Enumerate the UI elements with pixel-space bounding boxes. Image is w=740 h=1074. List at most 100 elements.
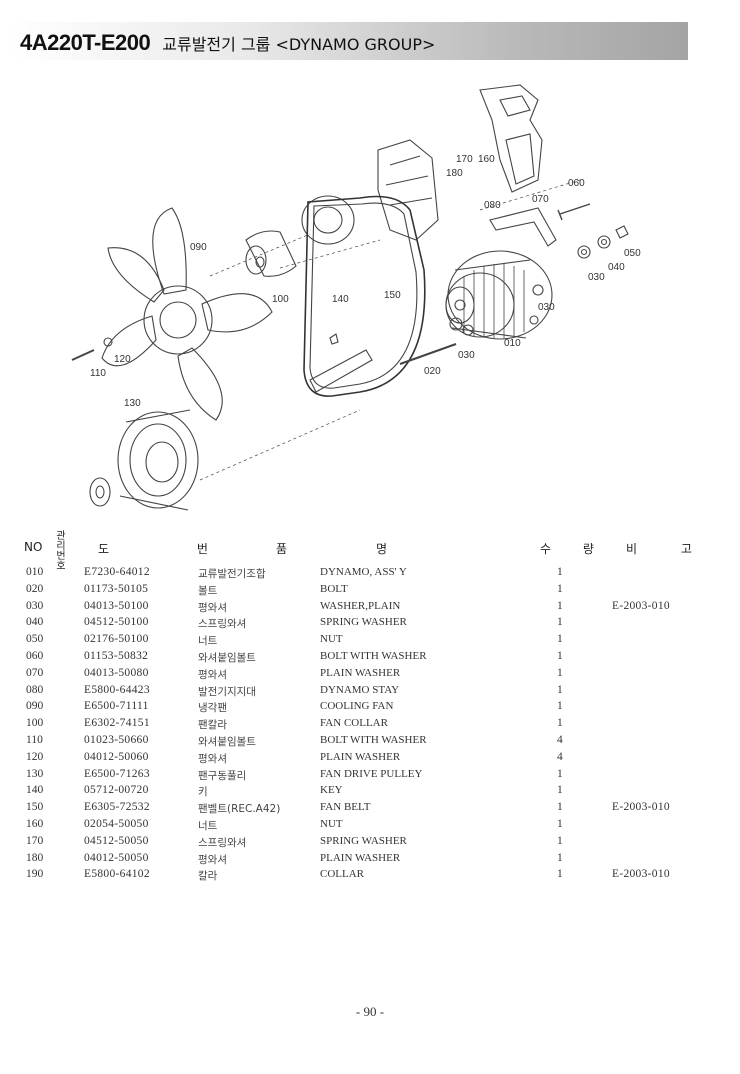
part-ref-no: 140 [26, 784, 44, 797]
part-number: 04013-50080 [84, 666, 149, 679]
part-ref-no: 080 [26, 683, 44, 696]
callout-180: 180 [446, 168, 463, 179]
part-quantity: 1 [557, 599, 563, 612]
part-name-kr: 볼트 [198, 584, 218, 597]
fan-collar [245, 230, 297, 277]
part-name-en: FAN DRIVE PULLEY [320, 767, 423, 780]
part-ref-no: 180 [26, 851, 44, 864]
part-name-kr: 팬칼라 [198, 719, 227, 732]
group-title: 교류발전기 그룹 <DYNAMO GROUP> [162, 35, 436, 54]
part-remark: E-2003-010 [612, 868, 670, 881]
timing-cover [377, 139, 439, 241]
part-ref-no: 010 [26, 566, 44, 578]
part-quantity: 1 [557, 582, 563, 595]
part-name-kr: 팬구동풀리 [198, 769, 247, 782]
part-quantity: 1 [557, 784, 563, 797]
part-quantity: 1 [557, 649, 563, 662]
table-header: NO 관리 번호 도 번 품 명 수 량 비 고 [0, 530, 740, 572]
part-quantity: 1 [557, 868, 563, 881]
callout-060: 060 [568, 178, 585, 189]
part-name-en: COOLING FAN [320, 700, 394, 713]
callout-050: 050 [624, 248, 641, 259]
callout-140: 140 [332, 294, 349, 305]
part-quantity: 1 [557, 834, 563, 847]
part-remark: E-2003-010 [612, 801, 670, 814]
part-ref-no: 090 [26, 700, 44, 713]
part-number: E7230-64012 [84, 566, 150, 578]
part-ref-no: 110 [26, 733, 43, 746]
dynamo-stay [489, 207, 557, 247]
part-number: 04013-50100 [84, 599, 149, 612]
callout-030-b: 030 [538, 302, 555, 313]
part-ref-no: 030 [26, 599, 44, 612]
cooling-fan [101, 207, 273, 421]
part-quantity: 1 [557, 616, 563, 629]
page-header: 4A220T-E200 교류발전기 그룹 <DYNAMO GROUP> [20, 30, 435, 56]
part-name-kr: 평와셔 [198, 752, 227, 765]
part-ref-no: 190 [26, 868, 44, 881]
part-name-en: FAN BELT [320, 801, 371, 814]
part-quantity: 1 [557, 767, 563, 780]
dynamo-group-illustration: 170 160 180 060 070 080 090 050 040 030 … [71, 84, 641, 511]
part-name-kr: 와셔붙임볼트 [198, 651, 256, 664]
part-name-en: SPRING WASHER [320, 616, 407, 629]
fan-belt [303, 195, 426, 397]
part-ref-no: 100 [26, 717, 44, 730]
part-number: 04512-50050 [84, 834, 149, 847]
callout-030-a: 030 [588, 272, 605, 283]
callout-030-c: 030 [458, 350, 475, 361]
part-ref-no: 170 [26, 834, 44, 847]
part-name-kr: 너트 [198, 635, 218, 648]
part-name-kr: 칼라 [198, 870, 218, 883]
callout-010: 010 [504, 338, 521, 349]
header-remark: 비 고 [626, 542, 712, 556]
parts-table: NO 관리 번호 도 번 품 명 수 량 비 고 010 E7230-64012 교… [0, 530, 740, 885]
part-name-kr: 팬벨트(REC.A42) [198, 803, 281, 816]
part-number: E5800-64423 [84, 683, 150, 696]
crankshaft [309, 349, 373, 393]
part-name-en: PLAIN WASHER [320, 851, 401, 864]
header-quantity: 수 량 [540, 542, 608, 556]
part-name-en: DYNAMO STAY [320, 683, 400, 696]
part-number: 04512-50100 [84, 616, 149, 629]
part-ref-no: 070 [26, 666, 44, 679]
part-name-en: SPRING WASHER [320, 834, 407, 847]
part-name-kr: 교류발전기조합 [198, 568, 266, 580]
part-number: 04012-50050 [84, 851, 149, 864]
part-name-en: PLAIN WASHER [320, 666, 401, 679]
part-number: 01153-50832 [84, 649, 149, 662]
part-number: E6305-72532 [84, 801, 150, 814]
page-number: - 90 - [355, 1004, 385, 1019]
engine-bracket [479, 84, 543, 193]
part-ref-no: 150 [26, 801, 44, 814]
part-name-kr: 스프링와셔 [198, 618, 247, 631]
callout-160: 160 [478, 154, 495, 165]
part-quantity: 1 [557, 817, 563, 830]
part-name-en: BOLT WITH WASHER [320, 733, 427, 746]
fan-drive-pulley [117, 409, 199, 511]
part-number: E5800-64102 [84, 868, 150, 881]
callout-020: 020 [424, 366, 441, 377]
callout-130: 130 [124, 398, 141, 409]
fan-bolt [71, 349, 95, 361]
part-name-kr: 평와셔 [198, 668, 227, 681]
callout-040: 040 [608, 262, 625, 273]
part-name-en: FAN COLLAR [320, 717, 388, 730]
part-quantity: 4 [557, 733, 563, 746]
header-ref-no: 관리 번호 [56, 531, 66, 572]
part-number: 04012-50060 [84, 750, 149, 763]
part-quantity: 1 [557, 666, 563, 679]
header-name-en: 명 [376, 542, 388, 556]
